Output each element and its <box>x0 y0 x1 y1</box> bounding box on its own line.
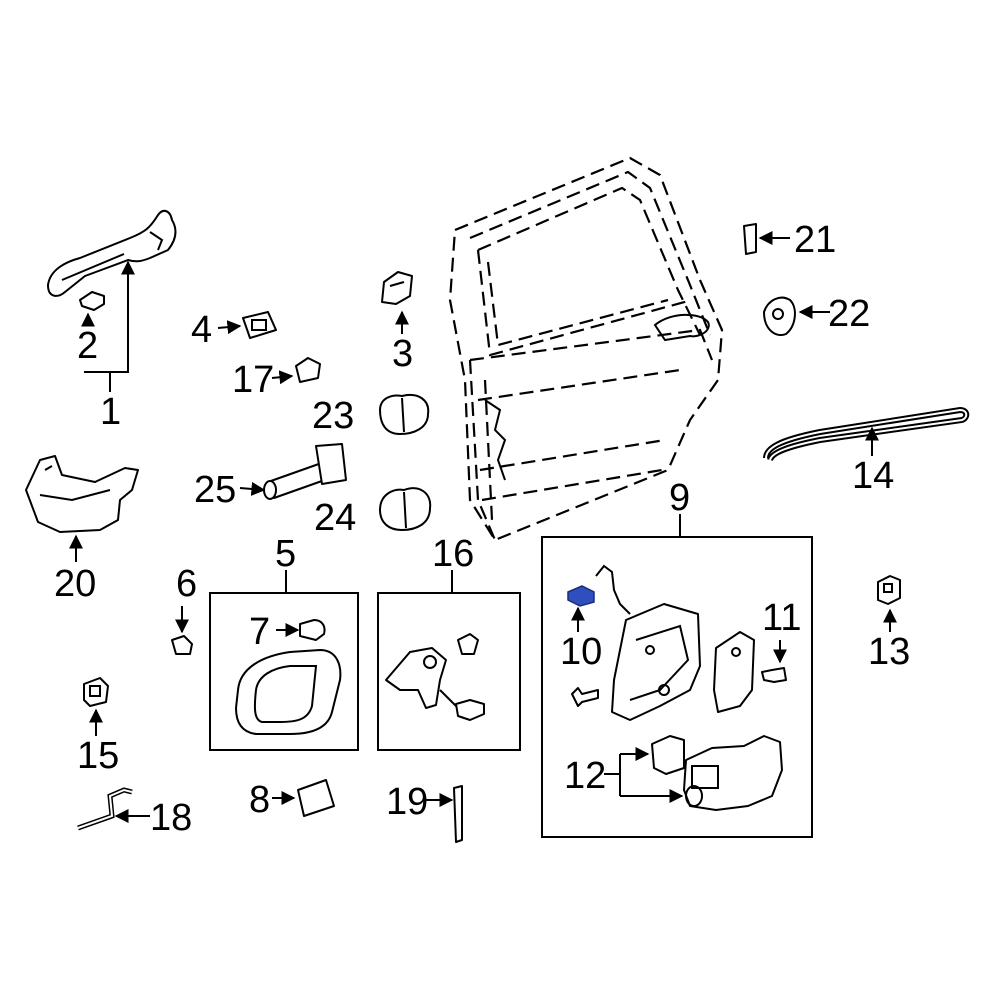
callout-1: 1 <box>100 391 121 433</box>
rear-door-outline <box>448 156 724 542</box>
screw-part-9 <box>571 687 599 707</box>
door-check-part-25 <box>263 443 347 500</box>
callout-13: 13 <box>868 631 910 673</box>
clip-part-7 <box>299 619 326 641</box>
callout-2: 2 <box>77 325 98 367</box>
callout-10: 10 <box>560 631 602 673</box>
group-box-16 <box>377 592 521 751</box>
callout-17: 17 <box>232 359 274 401</box>
callout-7: 7 <box>249 611 270 653</box>
callout-4: 4 <box>191 309 212 351</box>
callout-8: 8 <box>249 779 270 821</box>
lock-clip-part-10 <box>567 585 595 607</box>
clip-part-17 <box>295 357 321 383</box>
striker-part-22 <box>763 296 796 336</box>
callout-18: 18 <box>150 797 192 839</box>
weatherstrip-part-14 <box>763 406 970 462</box>
bracket-part-15 <box>83 677 109 707</box>
frame-part-4 <box>242 311 277 339</box>
lock-cable-part-9 <box>595 564 631 615</box>
callout-21: 21 <box>794 219 836 261</box>
cap-part-24 <box>379 487 432 531</box>
callout-23: 23 <box>312 395 354 437</box>
cover-part-8 <box>297 779 335 817</box>
cap-part-13 <box>877 575 901 605</box>
callout-25: 25 <box>194 469 236 511</box>
rod-part-19 <box>453 785 463 843</box>
callout-11: 11 <box>762 597 801 639</box>
actuator-part-12 <box>651 735 783 811</box>
handle-base-part-20 <box>25 455 139 533</box>
rod-part-18 <box>77 787 133 831</box>
callout-12: 12 <box>564 755 606 797</box>
clip-part-6 <box>171 635 193 655</box>
bolt-part-11 <box>761 667 787 683</box>
inside-handle-part-5 <box>235 649 342 735</box>
callout-3: 3 <box>392 333 413 375</box>
callout-14: 14 <box>852 455 894 497</box>
latch-bracket-part-9 <box>713 631 755 713</box>
group-box-5 <box>209 592 359 751</box>
handle-gasket-part-2 <box>79 291 105 311</box>
group-box-9 <box>541 536 813 838</box>
callout-5: 5 <box>275 533 296 575</box>
callout-19: 19 <box>386 781 428 823</box>
bracket-part-3 <box>381 271 413 305</box>
outside-handle-part-1 <box>47 209 177 297</box>
lock-link-part-16 <box>385 633 485 721</box>
callout-22: 22 <box>828 293 870 335</box>
door-lock-actuator-part-9 <box>611 603 701 721</box>
callout-6: 6 <box>176 563 197 605</box>
cap-part-23 <box>379 394 430 435</box>
callout-16: 16 <box>432 533 474 575</box>
callout-20: 20 <box>54 563 96 605</box>
stopper-part-21 <box>743 223 757 255</box>
callout-15: 15 <box>77 735 119 777</box>
callout-9: 9 <box>669 477 690 519</box>
callout-24: 24 <box>314 497 356 539</box>
